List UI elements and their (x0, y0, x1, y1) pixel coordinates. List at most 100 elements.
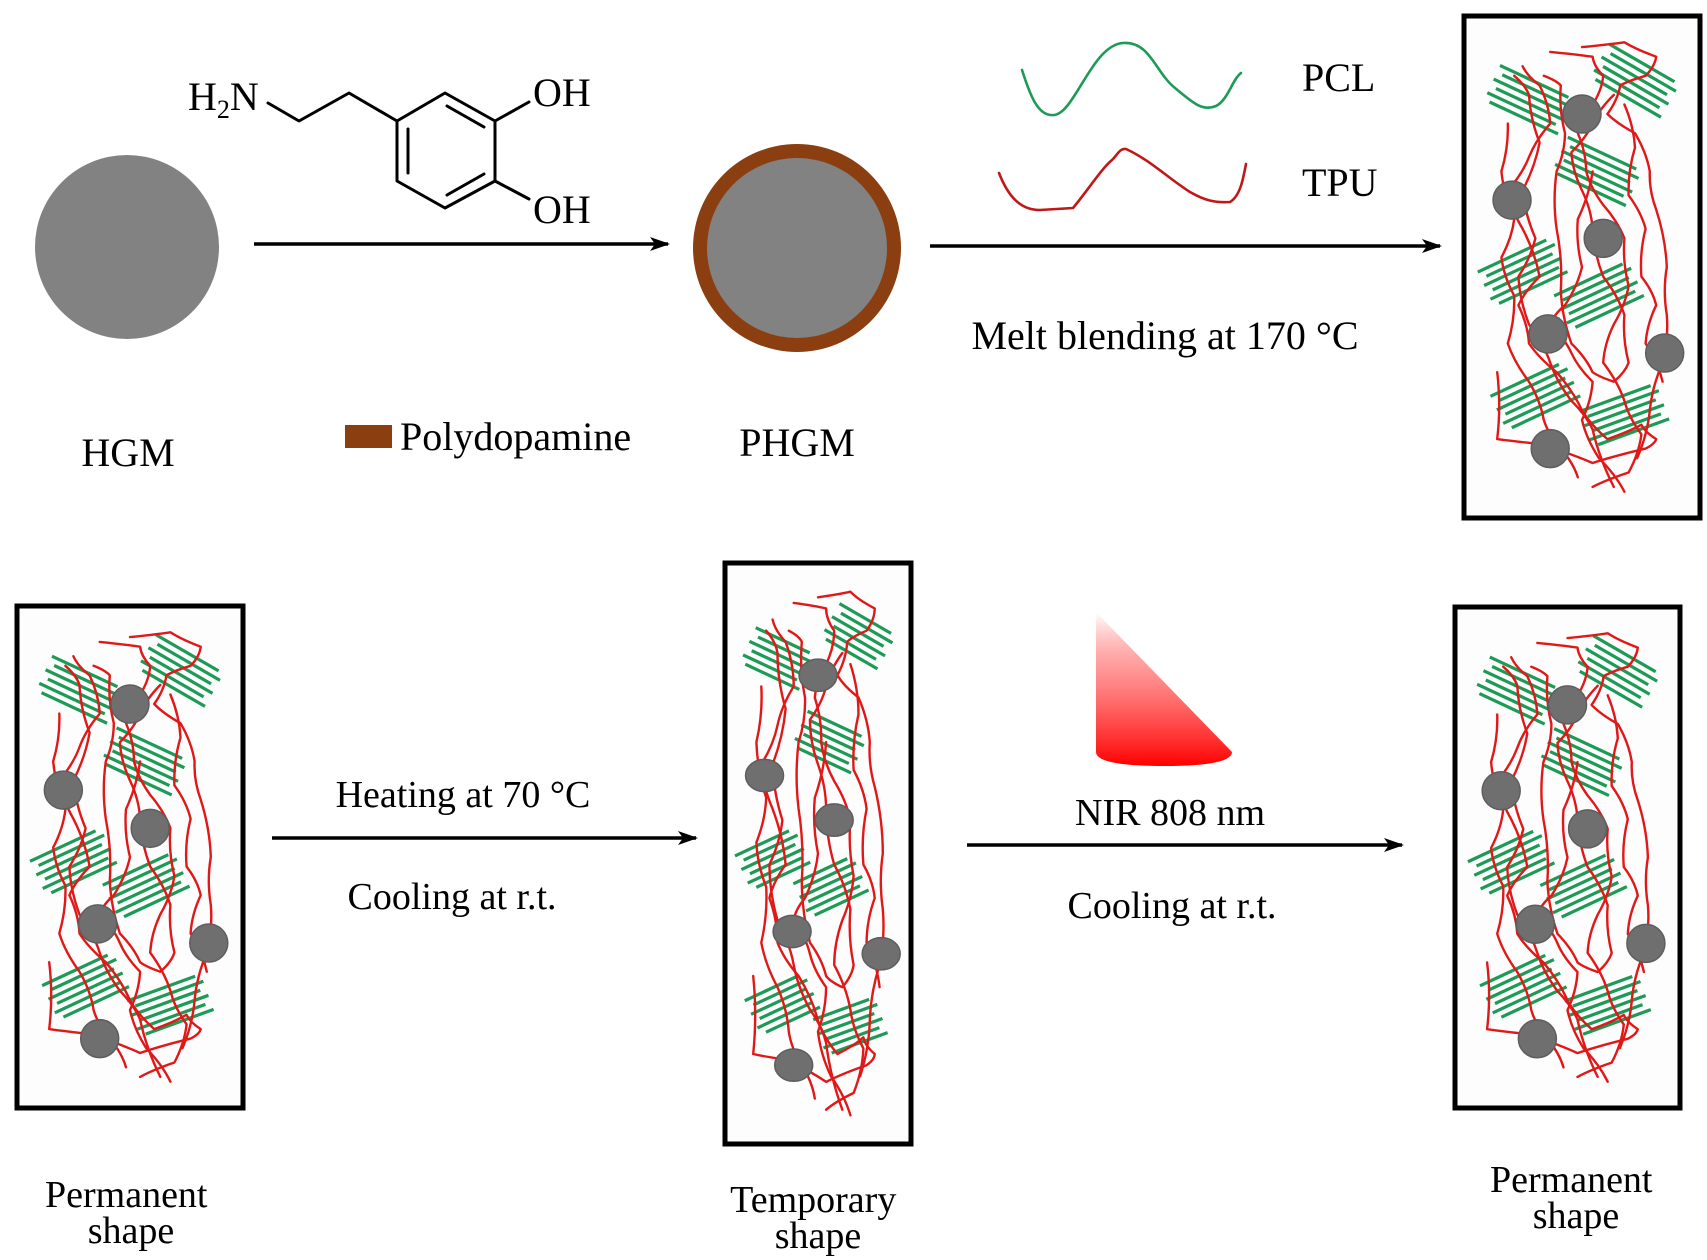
pcl-lamella-line (1488, 861, 1556, 895)
pcl-lamella-line (1492, 256, 1562, 292)
pcl-lamella-line (1539, 853, 1607, 888)
ethyl-chain-bond (266, 91, 399, 123)
pcl-lamella-line (1592, 634, 1657, 674)
pcl-lamella-line (1592, 403, 1665, 433)
phgm-particle (1528, 314, 1568, 354)
tpu-legend-label: TPU (1302, 160, 1378, 205)
pcl-lamella-line (1602, 65, 1670, 106)
pcl-lamella-line (114, 880, 182, 914)
pcl-crystal-lamellae (1477, 238, 1569, 305)
pcl-lamella-line (110, 857, 178, 891)
pcl-lamella-line (1559, 276, 1630, 311)
pcl-lamella-line (820, 1002, 878, 1027)
pcl-lamella-line (123, 884, 191, 919)
ring-double-bond-3 (445, 172, 486, 197)
phgm-particle (43, 770, 84, 810)
pcl-lamella-line (1555, 736, 1623, 770)
amine-label: H2N (188, 74, 259, 124)
cooling-condition-2: Cooling at r.t. (1068, 885, 1277, 927)
pcl-lamella-line (1587, 389, 1660, 419)
pcl-lamella-line (744, 662, 800, 691)
pcl-lamella-line (105, 762, 173, 797)
tpu-chain (48, 655, 202, 1055)
pcl-crystal-lamellae (140, 633, 221, 708)
tpu-chain (98, 640, 188, 1079)
hydroxyl-label-top: OH (533, 70, 591, 115)
pcl-lamella-line (117, 871, 184, 905)
hydroxyl-bond-bottom (493, 179, 531, 201)
pcl-lamella-line (1608, 42, 1676, 84)
pcl-legend-label: PCL (1302, 55, 1375, 100)
pcl-lamella-line (1486, 91, 1557, 127)
pcl-lamella-line (155, 633, 220, 673)
pcl-lamella-line (50, 860, 118, 895)
hgm-microsphere (35, 155, 219, 339)
hgm-label: HGM (81, 430, 174, 475)
pcl-crystal-lamellae (1593, 42, 1677, 119)
nir-beam (1096, 612, 1232, 766)
pcl-lamella-line (141, 668, 206, 708)
pcl-lamella-line (62, 985, 130, 1019)
pcl-lamella-line (1475, 834, 1543, 868)
nir-light-icon (1096, 612, 1232, 766)
pcl-lamella-line (1577, 660, 1642, 700)
pcl-lamella-line (1585, 647, 1650, 687)
pcl-lamella-line (41, 953, 109, 988)
phgm-particle (1567, 809, 1608, 849)
permanent-shape-label-1: Permanent shape (45, 1174, 217, 1252)
pcl-lamella-line (1473, 843, 1541, 877)
tpu-chain (1496, 65, 1658, 465)
pcl-lamella-line (1563, 158, 1633, 194)
pcl-lamella-line (1594, 78, 1662, 119)
pcl-lamella-line (1569, 989, 1638, 1017)
pcl-lamella-line (742, 833, 799, 862)
pcl-lamella-line (1554, 871, 1622, 905)
pcl-lamella-line (47, 967, 115, 1001)
tpu-chain (1542, 74, 1630, 383)
pcl-lamella-line (134, 979, 204, 1008)
pcl-lamella-line (1492, 981, 1559, 1015)
tpu-chain (752, 618, 876, 1084)
tpu-chain (1549, 50, 1643, 489)
pcl-lamella-line (1597, 417, 1670, 447)
tpu-chain (787, 629, 855, 989)
pcl-lamella-line (37, 833, 105, 868)
pcl-lamella-line (750, 987, 806, 1016)
pcl-lamella-line (1502, 390, 1573, 425)
phgm-particle (77, 904, 118, 944)
pcl-lamella-line (1593, 68, 1661, 110)
pcl-lamella-line (140, 659, 205, 699)
phgm-particle (110, 684, 150, 724)
phgm-particle (744, 758, 785, 793)
tpu-chain (92, 664, 176, 973)
pcl-lamella-line (1482, 847, 1549, 882)
pcl-lamella-line (131, 988, 201, 1017)
pcl-lamella-line (1548, 857, 1615, 892)
pcl-lamella-line (838, 602, 892, 635)
pcl-lamella-line (1553, 262, 1624, 298)
pcl-lamella-line (1511, 394, 1581, 430)
pcl-lamella-line (1477, 238, 1547, 274)
temporary-shape-label: Temporary shape (730, 1179, 906, 1257)
pcl-lamella-line (742, 653, 798, 682)
phgm-core (707, 158, 887, 338)
pcl-lamella-line (54, 980, 122, 1015)
permanent-shape-box-1 (14, 603, 246, 1111)
pcl-lamella-line (1562, 266, 1632, 302)
pcl-lamella-line (44, 847, 112, 881)
permanent-shape-box-2 (1452, 604, 1683, 1111)
pcl-lamella-line (1500, 985, 1568, 1019)
pcl-lamella-line (102, 853, 169, 887)
pcl-lamella-line (1600, 55, 1668, 97)
phgm-particle (1583, 218, 1623, 259)
phgm-particle (798, 658, 838, 693)
tpu-chain-icon (997, 147, 1248, 212)
tpu-chain (1530, 665, 1613, 974)
phgm-label: PHGM (739, 420, 855, 465)
tpu-chain (1623, 103, 1664, 383)
phgm-particle (1530, 428, 1570, 469)
hgm-circle (35, 155, 219, 339)
benzene-ring (395, 91, 497, 210)
phgm-particle (1644, 333, 1685, 373)
tpu-chain (849, 662, 881, 989)
